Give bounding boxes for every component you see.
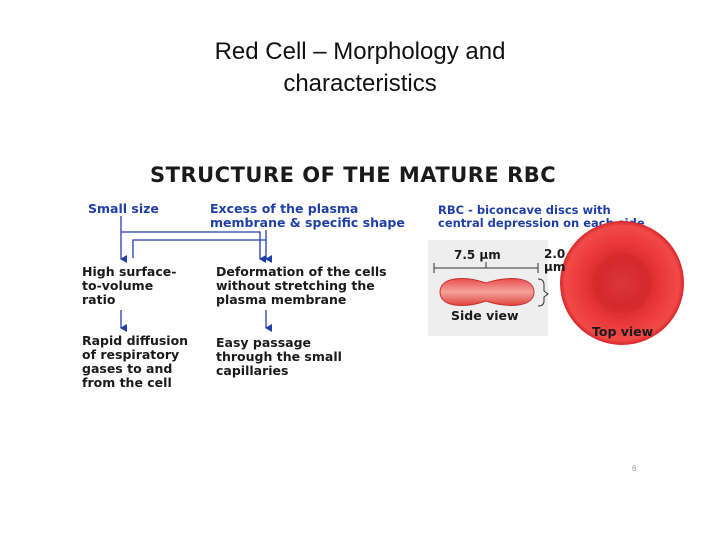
passage-line-2: through the small xyxy=(216,349,342,364)
thickness-label: 2.0 µm xyxy=(544,248,565,274)
thickness-bracket xyxy=(537,278,549,307)
diffusion-line-2: of respiratory xyxy=(82,347,180,362)
deformation-line-3: plasma membrane xyxy=(216,292,347,307)
side-view-label: Side view xyxy=(451,308,519,323)
surface-volume-line-2: to-volume xyxy=(82,278,154,293)
rbc-shape-line-2: central depression on each side xyxy=(438,216,645,230)
deformation-label: Deformation of the cells without stretch… xyxy=(216,265,387,307)
deformation-line-2: without stretching the xyxy=(216,278,375,293)
bracket-excess-membrane xyxy=(132,239,266,258)
surface-volume-line-1: High surface- xyxy=(82,264,177,279)
diagram-title: STRUCTURE OF THE MATURE RBC xyxy=(150,163,557,187)
excess-membrane-line-2: membrane & specific shape xyxy=(210,215,405,230)
slide-title-line-2: characteristics xyxy=(283,70,437,97)
thickness-value: 2.0 xyxy=(544,247,566,261)
slide-title-line-1: Red Cell – Morphology and xyxy=(214,38,506,65)
excess-membrane-label: Excess of the plasma membrane & specific… xyxy=(210,202,405,230)
diffusion-line-3: gases to and xyxy=(82,361,173,376)
diffusion-label: Rapid diffusion of respiratory gases to … xyxy=(82,334,188,390)
diameter-label: 7.5 µm xyxy=(454,248,501,262)
slide-title: Red Cell – Morphology and characteristic… xyxy=(150,36,570,100)
surface-volume-line-3: ratio xyxy=(82,292,116,307)
small-size-label: Small size xyxy=(88,201,159,216)
passage-line-3: capillaries xyxy=(216,363,289,378)
page-number: 6 xyxy=(632,464,637,473)
thickness-unit: µm xyxy=(544,260,566,274)
diffusion-line-4: from the cell xyxy=(82,375,172,390)
passage-label: Easy passage through the small capillari… xyxy=(216,336,342,378)
deformation-line-1: Deformation of the cells xyxy=(216,264,387,279)
surface-volume-label: High surface- to-volume ratio xyxy=(82,265,176,307)
rbc-shape-line-1: RBC - biconcave discs with xyxy=(438,203,611,217)
diffusion-line-1: Rapid diffusion xyxy=(82,333,189,348)
rbc-shape-label: RBC - biconcave discs with central depre… xyxy=(438,204,645,230)
passage-line-1: Easy passage xyxy=(216,335,312,350)
bracket-small-size xyxy=(121,231,266,263)
excess-membrane-line-1: Excess of the plasma xyxy=(210,201,359,216)
rbc-side-view-shape xyxy=(439,278,535,306)
top-view-label: Top view xyxy=(592,324,654,339)
